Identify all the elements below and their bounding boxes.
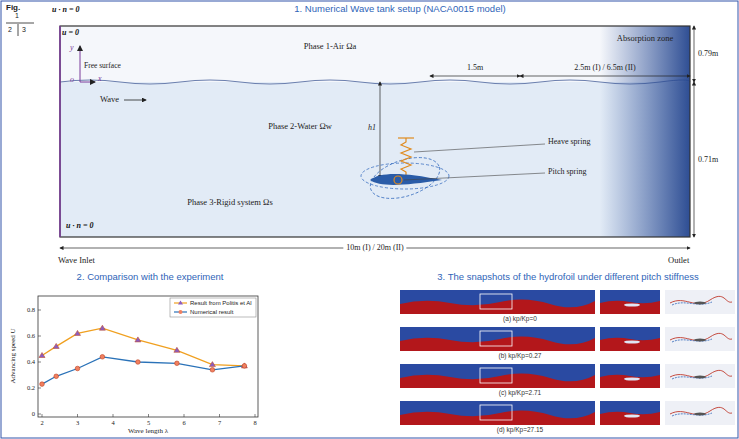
panel-key: 2 bbox=[8, 26, 12, 34]
snapshot-caption: (b) kp/Kp=0.27 bbox=[499, 352, 542, 359]
region-label: Phase 3-Rigid system Ωs bbox=[187, 198, 272, 207]
snapshot-panel: (d) kp/Kp=27.15 bbox=[400, 401, 735, 436]
snapshot-panel: (b) kp/Kp=0.27 bbox=[400, 327, 735, 362]
snapshot-panel: (a) kp/Kp=0 bbox=[400, 290, 735, 325]
tick-label: 0 bbox=[32, 410, 35, 417]
tick-label: 3 bbox=[76, 419, 79, 426]
panel-title: 2. Comparison with the experiment bbox=[77, 272, 224, 282]
tick-label: 4 bbox=[111, 419, 114, 426]
snapshot-caption: (d) kp/Kp=27.15 bbox=[497, 426, 543, 433]
dimension: 1.5m bbox=[467, 64, 483, 73]
boundary-condition: u = 0 bbox=[62, 29, 79, 38]
tick-label: 5 bbox=[147, 419, 150, 426]
tank-region: Phase 1-Air Ωa bbox=[60, 26, 600, 82]
panel-title: 1. Numerical Wave tank setup (NACA0015 m… bbox=[294, 4, 505, 14]
boundary-label: Wave Inlet bbox=[58, 256, 95, 265]
dimension: 0.71m bbox=[698, 156, 718, 165]
boundary-condition: u · n = 0 bbox=[52, 6, 79, 15]
tick-label: 6 bbox=[182, 419, 185, 426]
part-label: Heave spring bbox=[548, 138, 590, 147]
region-label: Phase 2-Water Ωw bbox=[268, 122, 332, 131]
figure-mark: Fig. bbox=[6, 4, 20, 13]
panel-title: 3. The snapshots of the hydrofoil under … bbox=[437, 272, 698, 282]
tick-label: 8 bbox=[253, 419, 256, 426]
dimension: 10m (I) / 20m (II) bbox=[343, 244, 406, 253]
tank-region: Absorption zone bbox=[600, 26, 690, 237]
boundary-label: Outlet bbox=[668, 256, 689, 265]
panel-key: 3 bbox=[22, 26, 26, 34]
axis-title: Wave length λ bbox=[128, 428, 168, 436]
axis-name: x bbox=[98, 75, 102, 84]
dimension: 2.5m (I) / 6.5m (II) bbox=[574, 64, 635, 73]
region-label: Phase 1-Air Ωa bbox=[304, 42, 357, 51]
snapshot-caption: (a) kp/Kp=0 bbox=[503, 315, 537, 322]
tick-label: 2 bbox=[40, 419, 43, 426]
snapshot-panel: (c) kp/Kp=2.71 bbox=[400, 364, 735, 399]
legend-text: Numerical result bbox=[190, 309, 233, 316]
region-label: Absorption zone bbox=[617, 34, 673, 43]
tick-label: 0.6 bbox=[27, 332, 35, 339]
dimension: h1 bbox=[368, 124, 376, 133]
origin-mark: o bbox=[70, 76, 74, 85]
axis-name: y bbox=[70, 44, 74, 53]
tick-label: 0.2 bbox=[27, 384, 35, 391]
axis-title: Advancing speed U bbox=[10, 328, 18, 383]
tick-label: 0.4 bbox=[27, 358, 35, 365]
legend-text: Result from Politis et Al bbox=[190, 300, 252, 307]
snapshot-caption: (c) kp/Kp=2.71 bbox=[499, 389, 541, 396]
part-label: Pitch spring bbox=[548, 168, 586, 177]
dimension: 0.79m bbox=[698, 50, 718, 59]
surface-label: Free surface bbox=[84, 62, 121, 70]
region-label: Wave bbox=[100, 95, 119, 104]
boundary-condition: u · n = 0 bbox=[66, 222, 93, 231]
tick-label: 7 bbox=[218, 419, 221, 426]
tick-label: 0.8 bbox=[27, 306, 35, 313]
panel-key: 1 bbox=[15, 12, 19, 20]
tank-region: WavePhase 2-Water Ωw Phase 3-Rigid system… bbox=[60, 82, 600, 237]
